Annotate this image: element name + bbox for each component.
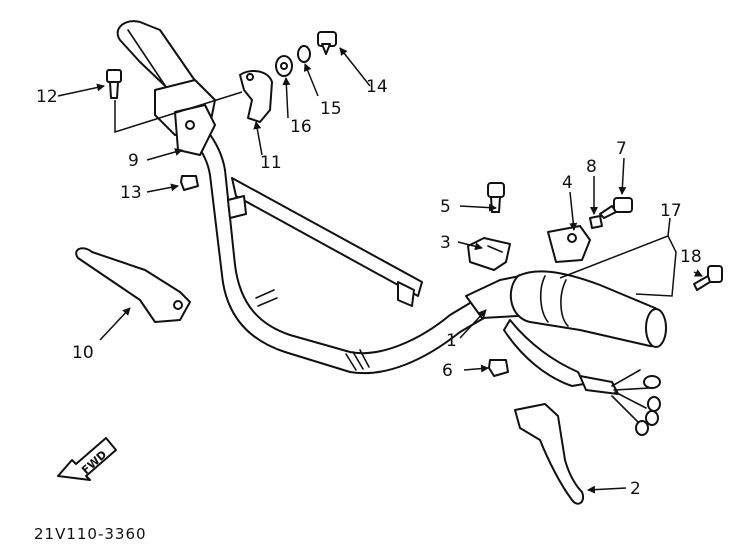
washer-15 [297, 45, 311, 63]
bolt-14 [317, 31, 337, 55]
callout-5: 5 [440, 197, 451, 217]
bolt-18 [693, 265, 723, 291]
callout-18: 18 [680, 247, 702, 267]
diagram-code: 21V110-3360 [34, 525, 147, 543]
clamp-11 [239, 69, 273, 123]
callout-6: 6 [442, 361, 453, 381]
nut-13 [180, 175, 199, 191]
bolt-7 [599, 197, 633, 219]
callout-4: 4 [562, 173, 573, 193]
throttle-cable [503, 319, 661, 436]
callout-17: 17 [660, 201, 682, 221]
nut-6 [488, 359, 509, 377]
callout-8: 8 [586, 157, 597, 177]
washer-16 [275, 55, 293, 77]
bolt-12 [106, 69, 122, 99]
callout-13: 13 [120, 183, 142, 203]
right-lever [514, 403, 584, 505]
callout-11: 11 [260, 153, 282, 173]
callout-1: 1 [446, 331, 457, 351]
callout-15: 15 [320, 99, 342, 119]
forward-arrow: FWD [57, 437, 117, 481]
callout-3: 3 [440, 233, 451, 253]
callout-16: 16 [290, 117, 312, 137]
callout-7: 7 [616, 139, 627, 159]
callout-12: 12 [36, 87, 58, 107]
callout-10: 10 [72, 343, 94, 363]
callout-14: 14 [366, 77, 388, 97]
left-lever-holder [154, 79, 216, 156]
left-lever [75, 247, 191, 323]
callout-2: 2 [630, 479, 641, 499]
bracket-3 [467, 237, 511, 271]
handlebar-tube [167, 99, 531, 375]
right-grip [509, 270, 667, 348]
callout-labels: 1 2 3 4 5 6 7 8 9 10 11 12 13 14 15 16 1… [36, 77, 702, 499]
callout-9: 9 [128, 151, 139, 171]
leader-lines [57, 47, 703, 494]
nut-8 [589, 215, 603, 229]
